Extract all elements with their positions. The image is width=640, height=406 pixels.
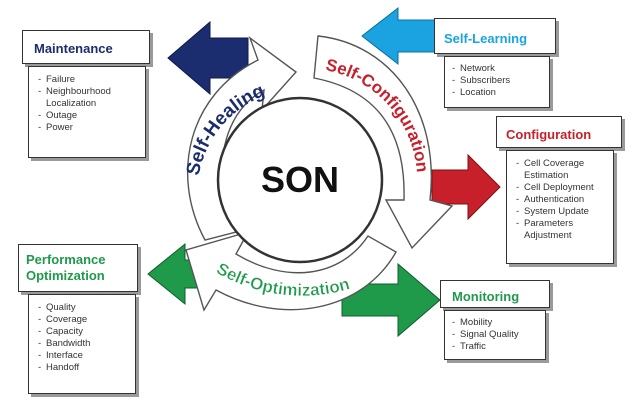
list-item: Capacity <box>38 326 144 338</box>
list-item: Interface <box>38 350 144 362</box>
list-item: Power <box>38 122 154 134</box>
configuration-list: Cell Coverage Estimation Cell Deployment… <box>510 154 628 246</box>
list-item: Cell Deployment <box>516 182 622 194</box>
list-item: Quality <box>38 302 144 314</box>
performance-title: Performance Optimization <box>26 252 106 283</box>
monitoring-title-box <box>440 280 550 308</box>
self-learning-list: Network Subscribers Location <box>446 59 564 103</box>
list-item: Signal Quality <box>452 329 554 341</box>
self-learning-title-box <box>434 18 556 54</box>
list-item: System Update <box>516 206 622 218</box>
list-item: Bandwidth <box>38 338 144 350</box>
monitoring-title: Monitoring <box>452 289 520 304</box>
monitoring-list: Mobility Signal Quality Traffic <box>446 313 560 357</box>
son-circle <box>216 96 384 264</box>
list-item: Network <box>452 63 558 75</box>
maintenance-list: Failure Neighbourhood Localization Outag… <box>32 70 160 138</box>
configuration-title-box <box>496 116 622 148</box>
monitoring-arrow-icon <box>341 262 441 338</box>
self-learning-arrow-icon <box>361 6 441 66</box>
performance-list: Quality Coverage Capacity Bandwidth Inte… <box>32 298 150 378</box>
list-item: Cell Coverage Estimation <box>516 158 622 182</box>
son-label: SON <box>261 159 339 200</box>
self-configuration-arrow-icon <box>313 35 454 250</box>
list-item: Coverage <box>38 314 144 326</box>
list-item: Outage <box>38 110 154 122</box>
self-learning-title: Self-Learning <box>444 31 528 46</box>
list-item: Authentication <box>516 194 622 206</box>
maintenance-title-box <box>22 30 150 64</box>
list-item: Mobility <box>452 317 554 329</box>
configuration-title: Configuration <box>506 127 592 142</box>
list-item: Subscribers <box>452 75 558 87</box>
maintenance-title: Maintenance <box>34 41 113 56</box>
list-item: Location <box>452 87 558 99</box>
list-item: Failure <box>38 74 154 86</box>
self-optimization-arrow-icon <box>185 230 397 312</box>
list-item: Parameters Adjustment <box>516 218 622 242</box>
list-item: Traffic <box>452 341 554 353</box>
list-item: Neighbourhood Localization <box>38 86 154 110</box>
performance-title-box <box>18 244 138 292</box>
list-item: Handoff <box>38 362 144 374</box>
